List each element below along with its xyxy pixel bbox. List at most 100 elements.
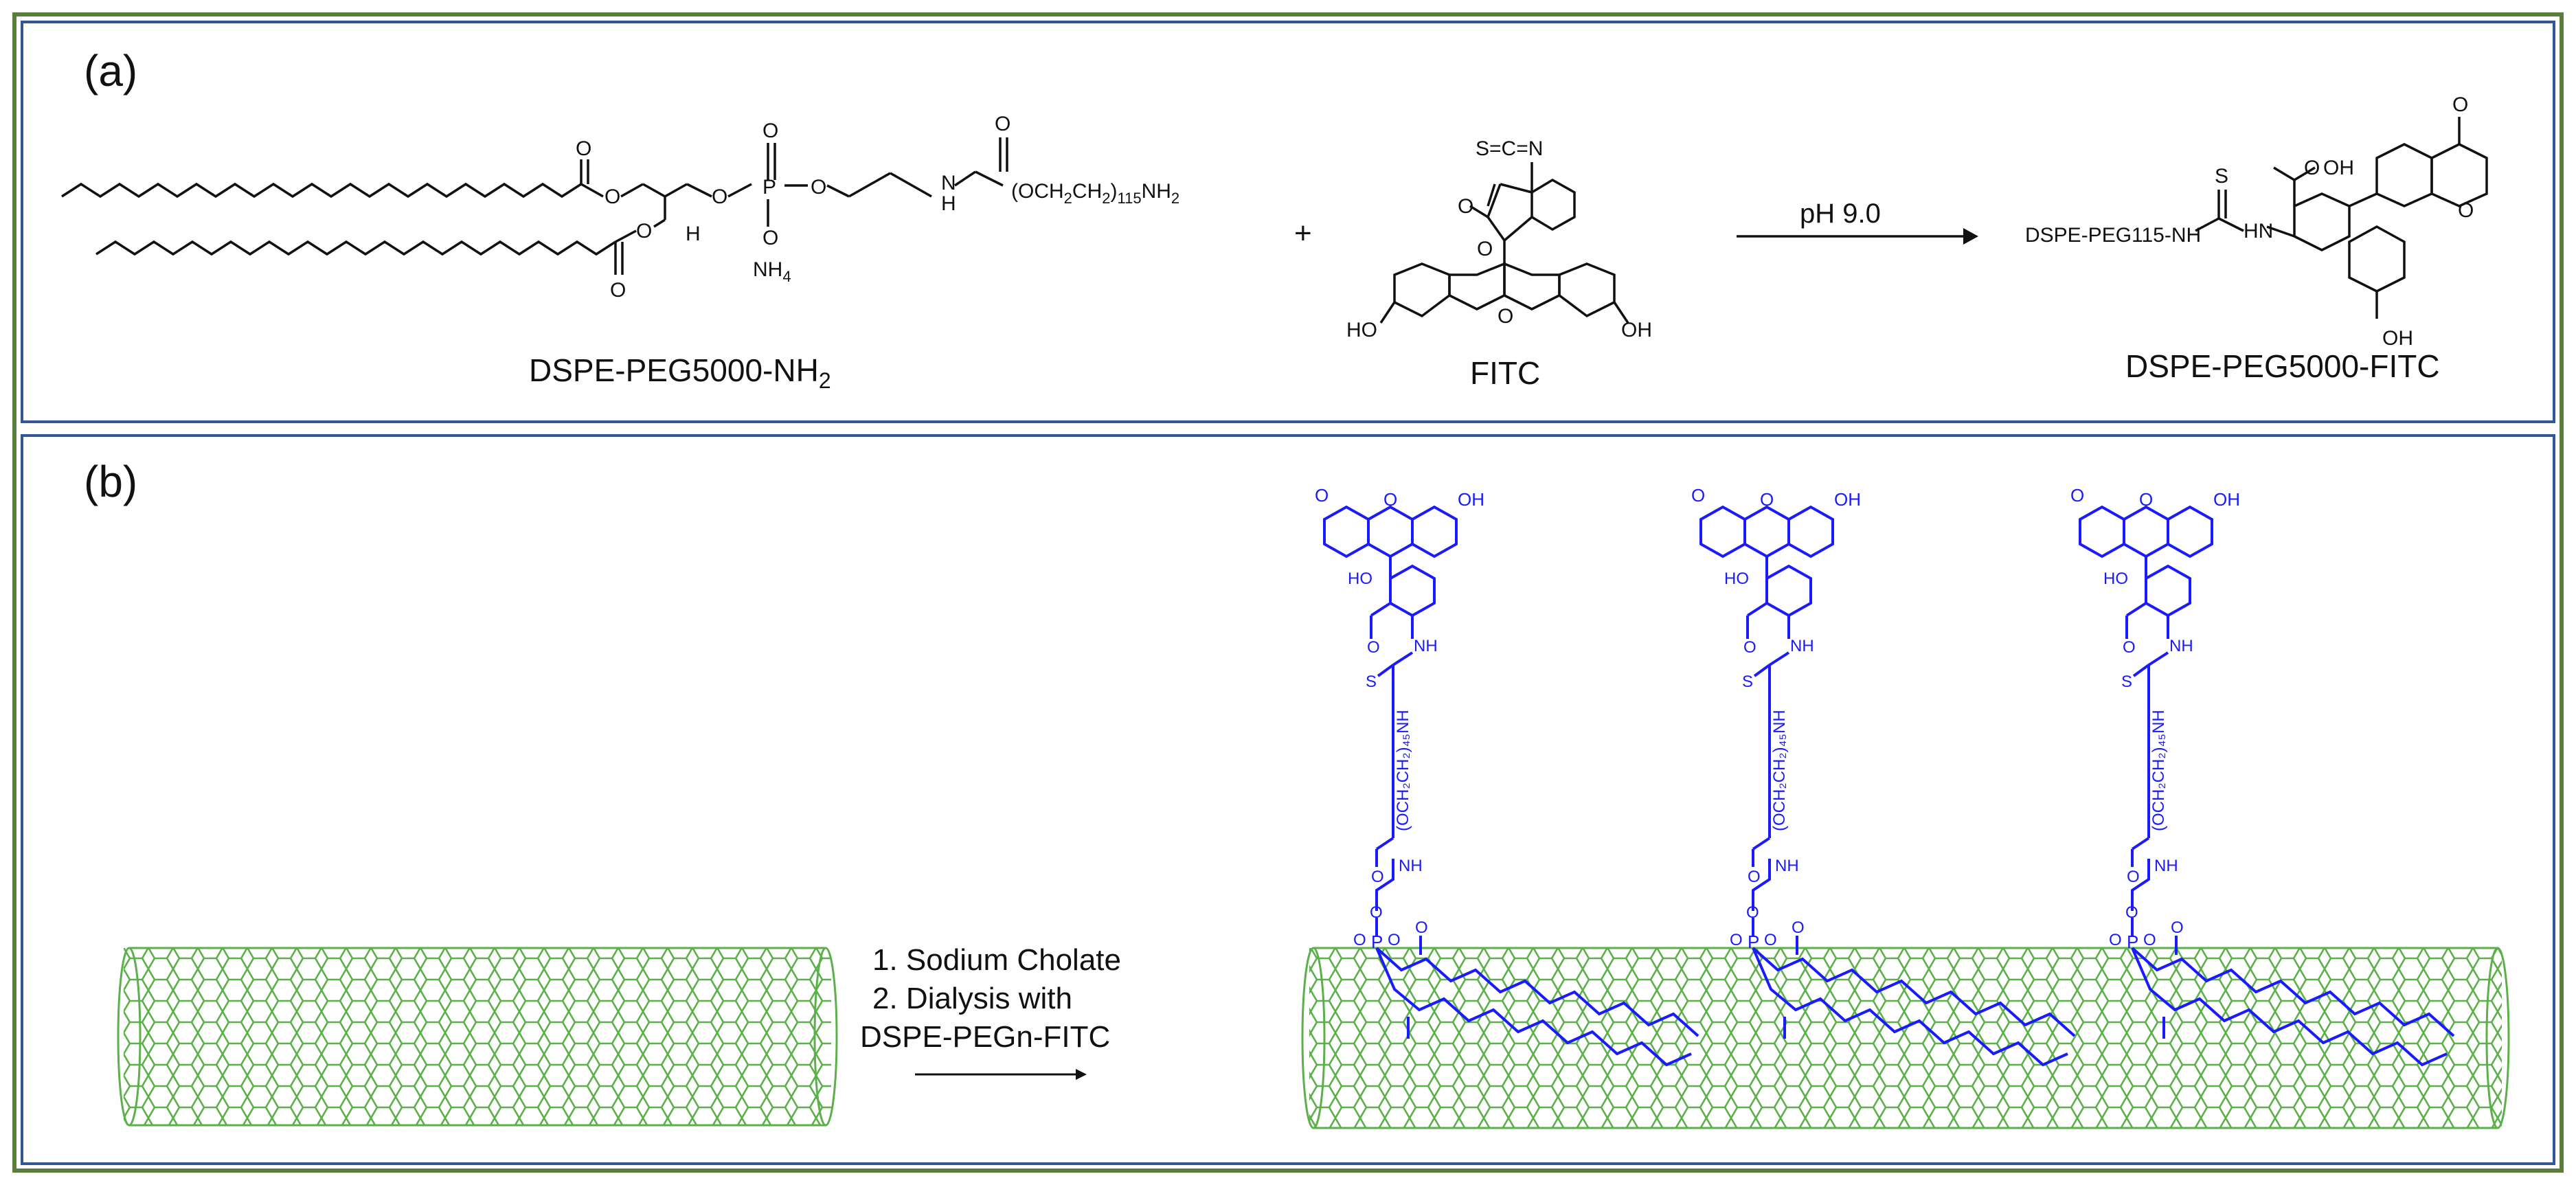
nh-label: NH xyxy=(2169,637,2193,655)
benzoic-ring xyxy=(1765,564,1812,618)
product-acid-oh: OH xyxy=(2323,157,2354,179)
fitc-atom-labels: S=C=N O O O HO OH xyxy=(1346,137,1652,341)
panel-a-label: (a) xyxy=(84,46,138,95)
ethylene-link xyxy=(1752,859,1771,911)
s-label: S xyxy=(1742,673,1753,691)
amide-bond xyxy=(1375,837,1394,850)
phosphate-o2-label: O xyxy=(1388,931,1401,949)
lipid-tail-lower xyxy=(1375,947,1692,1067)
product-xanthene-right xyxy=(2430,143,2488,207)
product-hn: HN xyxy=(2244,220,2273,242)
amide-bond xyxy=(2131,837,2150,850)
thiourea-bond xyxy=(1392,651,1414,666)
phosphate-o-label: O xyxy=(2109,931,2122,949)
acid-ho-label: HO xyxy=(1348,569,1372,588)
lipid-tail-upper xyxy=(1375,947,1699,1037)
atom-p: P xyxy=(762,176,776,199)
fitc-oh: OH xyxy=(1621,319,1652,341)
panel-b-frame xyxy=(21,434,2555,1165)
product-prefix: DSPE-PEG115-NH xyxy=(2025,224,2201,247)
ether-o-label: O xyxy=(1370,903,1383,922)
xanthene-ring-left xyxy=(1699,505,1746,558)
amide-o-label: O xyxy=(1748,868,1761,886)
product-structure xyxy=(2195,117,2488,319)
amide-nh-label: NH xyxy=(2154,857,2178,875)
thio-s-bond xyxy=(1377,664,1394,677)
reaction-condition: pH 9.0 xyxy=(1800,199,1881,229)
acid-o-label: O xyxy=(1367,638,1380,657)
fitc-ho: HO xyxy=(1346,319,1377,341)
atom-o-3: O xyxy=(636,220,652,242)
xanthene-ring-right xyxy=(2167,505,2213,558)
xanthene-o-label: O xyxy=(1383,489,1397,510)
xanthene-ring-left xyxy=(2079,505,2125,558)
s-label: S xyxy=(2121,673,2132,691)
fitc-outer-right xyxy=(1558,262,1616,318)
ketone-o-label: O xyxy=(1315,485,1329,506)
ether-o-label: O xyxy=(1746,903,1759,922)
benzoic-ring xyxy=(1389,564,1436,618)
xanthene-o-label: O xyxy=(2139,489,2153,510)
thio-s-bond xyxy=(1753,664,1771,677)
lipid-tail-upper xyxy=(2131,947,2455,1037)
process-arrow-head xyxy=(1076,1069,1087,1080)
fitc-xanthene-right xyxy=(1503,262,1561,311)
nanotube-left xyxy=(117,947,838,1127)
atom-o-carbonyl: O xyxy=(995,113,1010,135)
product-ketone-o: O xyxy=(2452,93,2468,116)
acid-bond xyxy=(1746,602,1768,617)
peg-chain-label: (OCH2CH2)115NH2 xyxy=(1011,180,1179,207)
fitc-ring-o: O xyxy=(1477,238,1493,260)
xanthene-ring-center xyxy=(1367,505,1414,558)
atom-nh-h: H xyxy=(941,192,956,215)
thiourea-bond xyxy=(1768,651,1790,666)
ester-o-label: O xyxy=(2171,918,2184,937)
atom-o-6: O xyxy=(762,120,778,142)
step-1: 1. Sodium Cholate xyxy=(872,943,1121,977)
acid-o-label: O xyxy=(1743,638,1756,657)
atom-o-5: O xyxy=(712,185,727,208)
thiourea-bond xyxy=(2147,651,2169,666)
ammonium: NH4 xyxy=(753,258,791,285)
ester-o-label: O xyxy=(1792,918,1805,937)
fitc-xanthene-o: O xyxy=(1498,305,1513,328)
atom-n: N xyxy=(941,172,956,194)
xanthene-ring-right xyxy=(1787,505,1834,558)
phenol-oh-label: OH xyxy=(2213,489,2240,510)
fitc-name: FITC xyxy=(1470,355,1541,391)
reaction-arrow-head xyxy=(1963,228,1978,245)
s-label: S xyxy=(1366,673,1377,691)
atom-o-8: O xyxy=(762,227,778,249)
phenol-oh-label: OH xyxy=(1834,489,1861,510)
step-3: DSPE-PEGn-FITC xyxy=(860,1020,1111,1054)
xanthene-ring-left xyxy=(1323,505,1370,558)
peg-label: (OCH₂CH₂)₄₅NH xyxy=(2149,710,2168,831)
atom-o-4: O xyxy=(610,279,626,302)
lipid-chain-bottom xyxy=(95,240,616,256)
dspe-peg-amine-structure xyxy=(61,137,1008,275)
lipid-tail-lower xyxy=(1752,947,2068,1067)
phenol-oh-label: OH xyxy=(1458,489,1484,510)
acid-ho-label: HO xyxy=(1724,569,1749,588)
product-acid-o: O xyxy=(2304,157,2320,179)
process-steps: 1. Sodium Cholate 2. Dialysis with DSPE-… xyxy=(860,941,1121,1057)
xanthene-ring-right xyxy=(1411,505,1458,558)
xanthene-ring-center xyxy=(1743,505,1790,558)
amide-nh-label: NH xyxy=(1775,857,1799,875)
amide-o-label: O xyxy=(2127,868,2140,886)
panel-b-label: (b) xyxy=(84,457,138,506)
thio-s-bond xyxy=(2132,664,2150,677)
lipid-chain-top xyxy=(61,182,582,199)
product-ring-o: O xyxy=(2458,199,2474,222)
product-benzene xyxy=(2293,192,2351,251)
fitc-structure xyxy=(1379,162,1629,324)
isothiocyanate-label: S=C=N xyxy=(1476,137,1543,160)
nh-label: NH xyxy=(1790,637,1814,655)
outer-frame xyxy=(12,12,2564,1173)
fitc-benzene-ring xyxy=(1530,178,1576,232)
